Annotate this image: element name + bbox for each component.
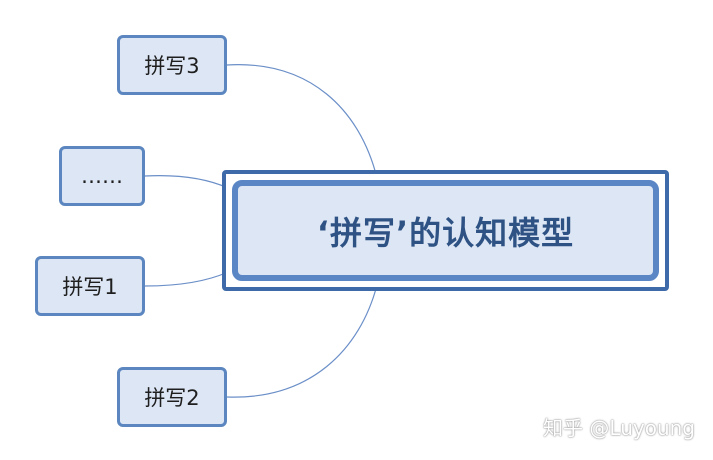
connector-spell3 [226,64,378,179]
node-spell3: 拼写3 [117,35,227,95]
node-ellipsis-label: …… [81,164,123,188]
connector-spell1 [144,271,229,287]
central-node: ‘拼写’的认知模型 [222,170,669,291]
node-spell3-label: 拼写3 [144,54,200,78]
central-node-label: ‘拼写’的认知模型 [316,213,575,252]
connector-ellipsis [144,175,229,189]
watermark: 知乎 @Luyoung [543,416,695,440]
connector-spell2 [226,284,378,398]
central-node-inner: ‘拼写’的认知模型 [232,180,659,281]
node-spell2-label: 拼写2 [144,386,200,410]
node-spell1-label: 拼写1 [62,275,118,299]
node-spell2: 拼写2 [117,367,227,427]
node-ellipsis: …… [59,146,145,206]
node-spell1: 拼写1 [35,256,145,316]
